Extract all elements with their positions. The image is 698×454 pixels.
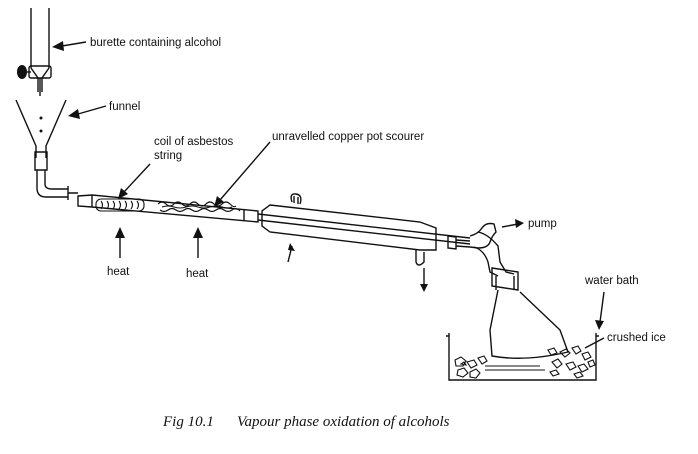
crushed-ice-label: crushed ice [607,332,666,344]
coil-label-line2: string [154,150,182,162]
funnel-pointer [68,105,107,119]
figure-number: Fig 10.1 [162,414,214,430]
pump-adapter [469,222,515,277]
figure-title: Vapour phase oxidation of alcohols [237,414,450,430]
funnel-label: funnel [109,101,140,113]
water-bath-pointer [595,291,605,330]
water-bath [446,333,599,381]
crushed-ice [454,345,596,379]
water-bath-label: water bath [584,275,639,287]
condenser [257,193,471,266]
crushed-ice-pointer [584,337,605,349]
copper-scourer [157,201,241,213]
burette [17,8,52,96]
pump-label: pump [528,218,557,230]
burette-pointer [52,41,87,51]
copper-pointer [214,141,271,207]
pump-arrow [501,219,524,228]
heat-arrow-left [115,227,125,258]
receiving-flask [489,267,569,359]
outlet-arrow [420,268,428,292]
copper-label: unravelled copper pot scourer [272,131,424,143]
burette-label: burette containing alcohol [90,37,221,49]
coil-pointer [118,163,151,199]
funnel [15,99,68,198]
heat-label-left: heat [107,266,130,278]
heat-arrow-right [193,227,203,258]
asbestos-coil [95,198,145,212]
heat-label-right: heat [186,268,209,280]
coil-label-line1: coil of asbestos [154,136,234,148]
combustion-tube [67,186,259,223]
